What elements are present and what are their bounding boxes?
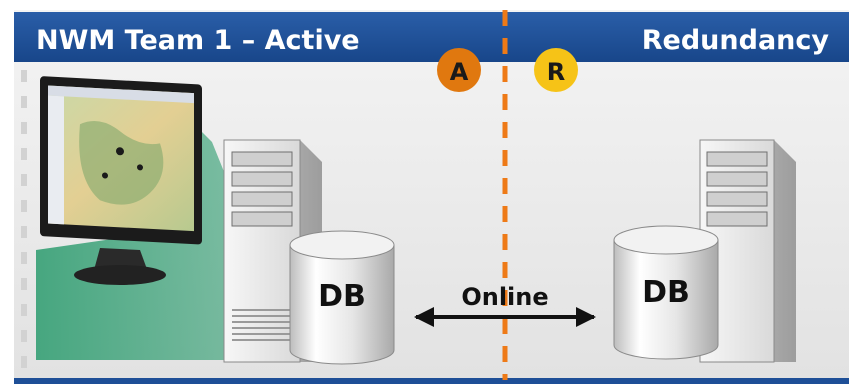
redundancy-badge: R [534,48,578,92]
active-badge: A [437,48,481,92]
redundancy-badge-letter: R [547,58,565,86]
primary-db-label: DB [318,279,366,314]
backup-db-label: DB [642,275,690,310]
active-badge-letter: A [450,58,469,86]
bottom-border [14,378,849,384]
monitor-icon [40,76,202,285]
primary-database-icon: DB [289,230,395,365]
header-right-title: Redundancy [642,25,830,56]
header-left-title: NWM Team 1 – Active [36,25,360,56]
link-label: Online [461,283,548,311]
header-bar [14,12,849,62]
backup-database-icon: DB [613,225,719,360]
